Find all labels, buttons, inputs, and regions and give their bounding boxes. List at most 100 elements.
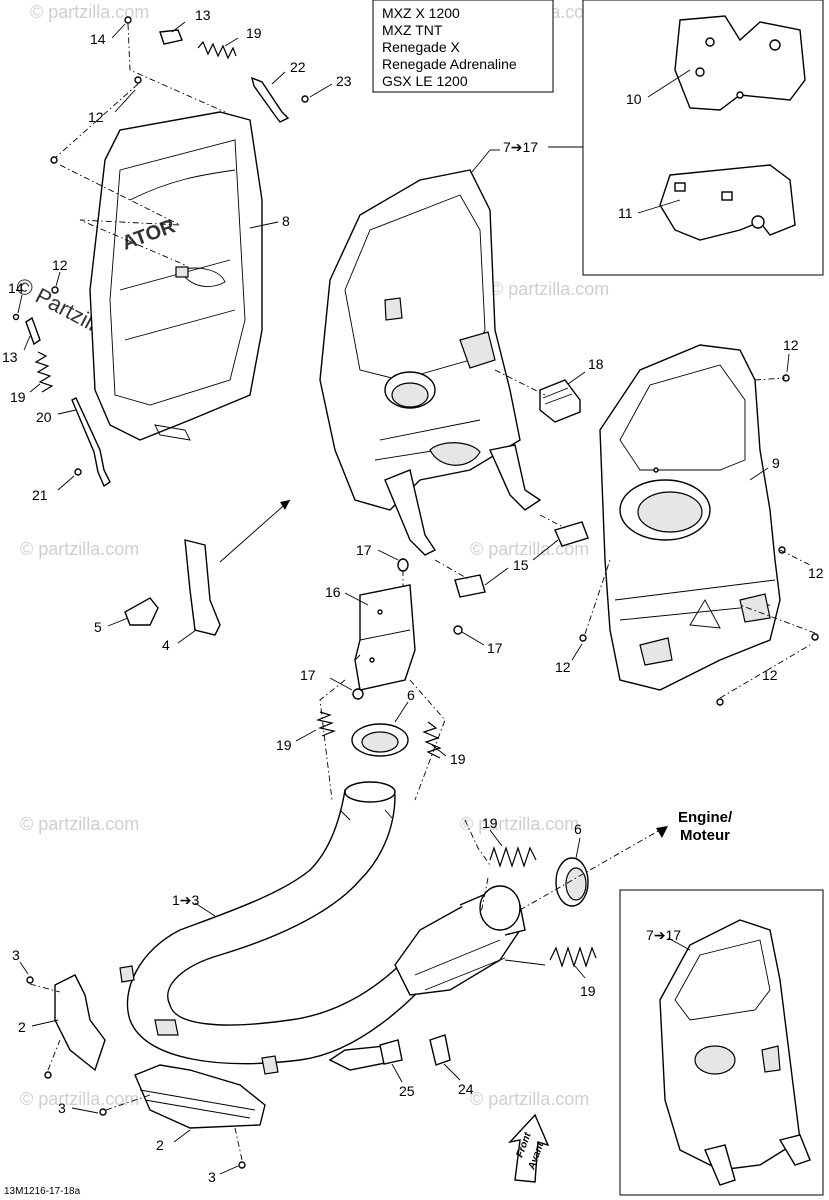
- watermark-text: © partzilla.com: [490, 279, 609, 299]
- resonator-section: [328, 885, 526, 1071]
- screw-21: [74, 468, 82, 476]
- foot-15: [454, 574, 486, 598]
- callout-19: 19: [450, 751, 466, 767]
- rivet-12: [811, 633, 819, 641]
- callout-16: 16: [325, 584, 341, 600]
- screw-3: [44, 1071, 52, 1079]
- callout-20: 20: [36, 409, 52, 425]
- top-hardware: [50, 16, 333, 266]
- rivet-14: [124, 16, 132, 24]
- clip-13: [25, 316, 41, 346]
- engine-label: Engine/: [678, 809, 733, 826]
- callout-23: 23: [336, 73, 352, 89]
- callout-17: 17: [356, 542, 372, 558]
- clip-13: [159, 29, 183, 45]
- shield-4: [184, 539, 221, 636]
- bumper-18: [539, 379, 581, 423]
- bracket-24: [429, 1034, 451, 1066]
- grommet-25: [379, 1039, 403, 1065]
- engine-label: Moteur: [680, 827, 730, 844]
- callout-6: 6: [574, 821, 582, 837]
- front-direction-arrow: Front Avant: [508, 1113, 550, 1183]
- callout-1-3: 1➔3: [172, 892, 200, 908]
- heat-shield-2: [54, 974, 106, 1072]
- watermark-text: © partzilla.com: [20, 814, 139, 834]
- callout-3: 3: [208, 1169, 216, 1185]
- model-line: MXZ TNT: [382, 22, 443, 38]
- callout-19: 19: [482, 815, 498, 831]
- callout-13: 13: [195, 7, 211, 23]
- callout-7-17: 7➔17: [646, 927, 681, 943]
- callout-19: 19: [276, 737, 292, 753]
- spring-19: [549, 946, 597, 968]
- left-hardware: [12, 271, 111, 491]
- callout-6: 6: [407, 687, 415, 703]
- muffler-cover-9: [599, 344, 781, 691]
- callout-12: 12: [808, 565, 824, 581]
- callout-10: 10: [626, 91, 642, 107]
- rivet-12: [50, 156, 58, 164]
- callout-17: 17: [487, 640, 503, 656]
- watermark-text: © partzilla.com: [20, 539, 139, 559]
- bracket-16: [354, 584, 416, 691]
- heat-shield-2: [134, 1064, 266, 1129]
- callout-9: 9: [772, 455, 780, 471]
- callout-4: 4: [162, 637, 170, 653]
- rivet-12: [51, 286, 59, 294]
- callout-2: 2: [156, 1137, 164, 1153]
- muffler-assembly: [319, 169, 542, 556]
- callout-19: 19: [580, 983, 596, 999]
- callout-3: 3: [58, 1100, 66, 1116]
- bracket-20: [71, 397, 111, 488]
- grommet-17: [352, 688, 364, 700]
- callout-15: 15: [513, 557, 529, 573]
- callout-12: 12: [762, 667, 778, 683]
- grommet-17: [397, 558, 409, 572]
- screw-3: [238, 1161, 246, 1169]
- model-line: Renegade Adrenaline: [382, 56, 517, 72]
- callout-12: 12: [783, 337, 799, 353]
- rivet-14: [12, 313, 20, 321]
- spring-19: [489, 846, 537, 868]
- callout-8: 8: [282, 213, 290, 229]
- screw-17: [453, 625, 463, 635]
- callout-12: 12: [88, 109, 104, 125]
- screw-3: [99, 1108, 107, 1116]
- callout-17: 17: [300, 667, 316, 683]
- callout-18: 18: [588, 356, 604, 372]
- spring-19: [34, 351, 54, 393]
- callout-14: 14: [8, 280, 24, 296]
- shield-5: [124, 597, 159, 626]
- callout-7-17: 7➔17: [503, 139, 538, 155]
- callout-22: 22: [290, 59, 306, 75]
- callout-11: 11: [618, 205, 633, 221]
- callout-19: 19: [246, 25, 262, 41]
- callout-3: 3: [12, 947, 20, 963]
- heat-shield-11: [659, 164, 796, 241]
- callout-12: 12: [555, 659, 571, 675]
- muffler-inset-box: [619, 889, 824, 1196]
- screw-3: [26, 976, 34, 984]
- watermark-text: © partzilla.com: [470, 539, 589, 559]
- spring-19: [197, 40, 237, 60]
- callout-12: 12: [52, 257, 68, 273]
- model-line: MXZ X 1200: [382, 5, 460, 21]
- rivet-12: [134, 76, 142, 84]
- watermarks: © partzilla.com © partzilla.com © partzi…: [20, 2, 609, 1109]
- callout-25: 25: [399, 1083, 415, 1099]
- exhaust-pipe: [119, 781, 421, 1075]
- callout-14: 14: [90, 31, 106, 47]
- foot-15: [554, 521, 589, 547]
- heat-shield-inset-box: 10 11: [548, 0, 824, 276]
- model-line: GSX LE 1200: [382, 73, 468, 89]
- rivet-12: [579, 634, 587, 642]
- model-line: Renegade X: [382, 39, 461, 55]
- bracket-22: [250, 76, 290, 123]
- callout-2: 2: [18, 1019, 26, 1035]
- model-applicability-box: MXZ X 1200 MXZ TNT Renegade X Renegade A…: [372, 0, 554, 93]
- spring-19: [315, 711, 337, 737]
- watermark-text: © partzilla.com: [460, 814, 579, 834]
- watermark-text: © partzilla.com: [470, 1089, 589, 1109]
- watermark-text: © partzilla.com: [30, 2, 149, 22]
